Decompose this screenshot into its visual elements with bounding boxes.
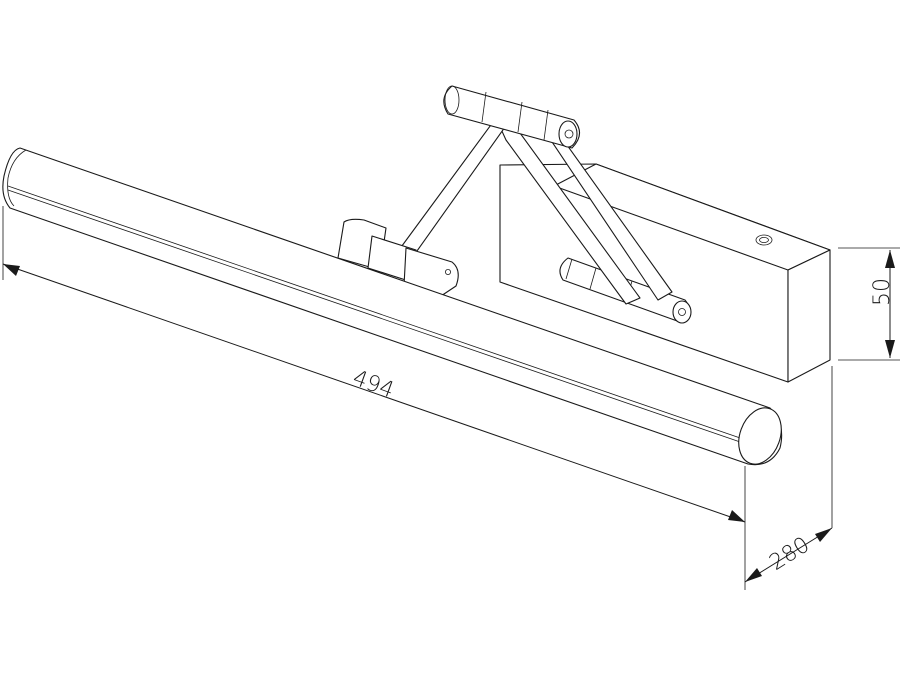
hinged-arms xyxy=(395,117,673,305)
lamp-clamp xyxy=(337,218,459,299)
dimension-height-label: 50 xyxy=(870,278,895,306)
lamp-bar xyxy=(2,147,783,466)
dimension-depth-label: 280 xyxy=(765,532,814,575)
dimension-height: 50 xyxy=(838,247,900,361)
dimension-depth: 280 xyxy=(744,366,833,583)
top-pivot xyxy=(443,85,581,149)
dimension-length-label: 494 xyxy=(349,366,397,404)
